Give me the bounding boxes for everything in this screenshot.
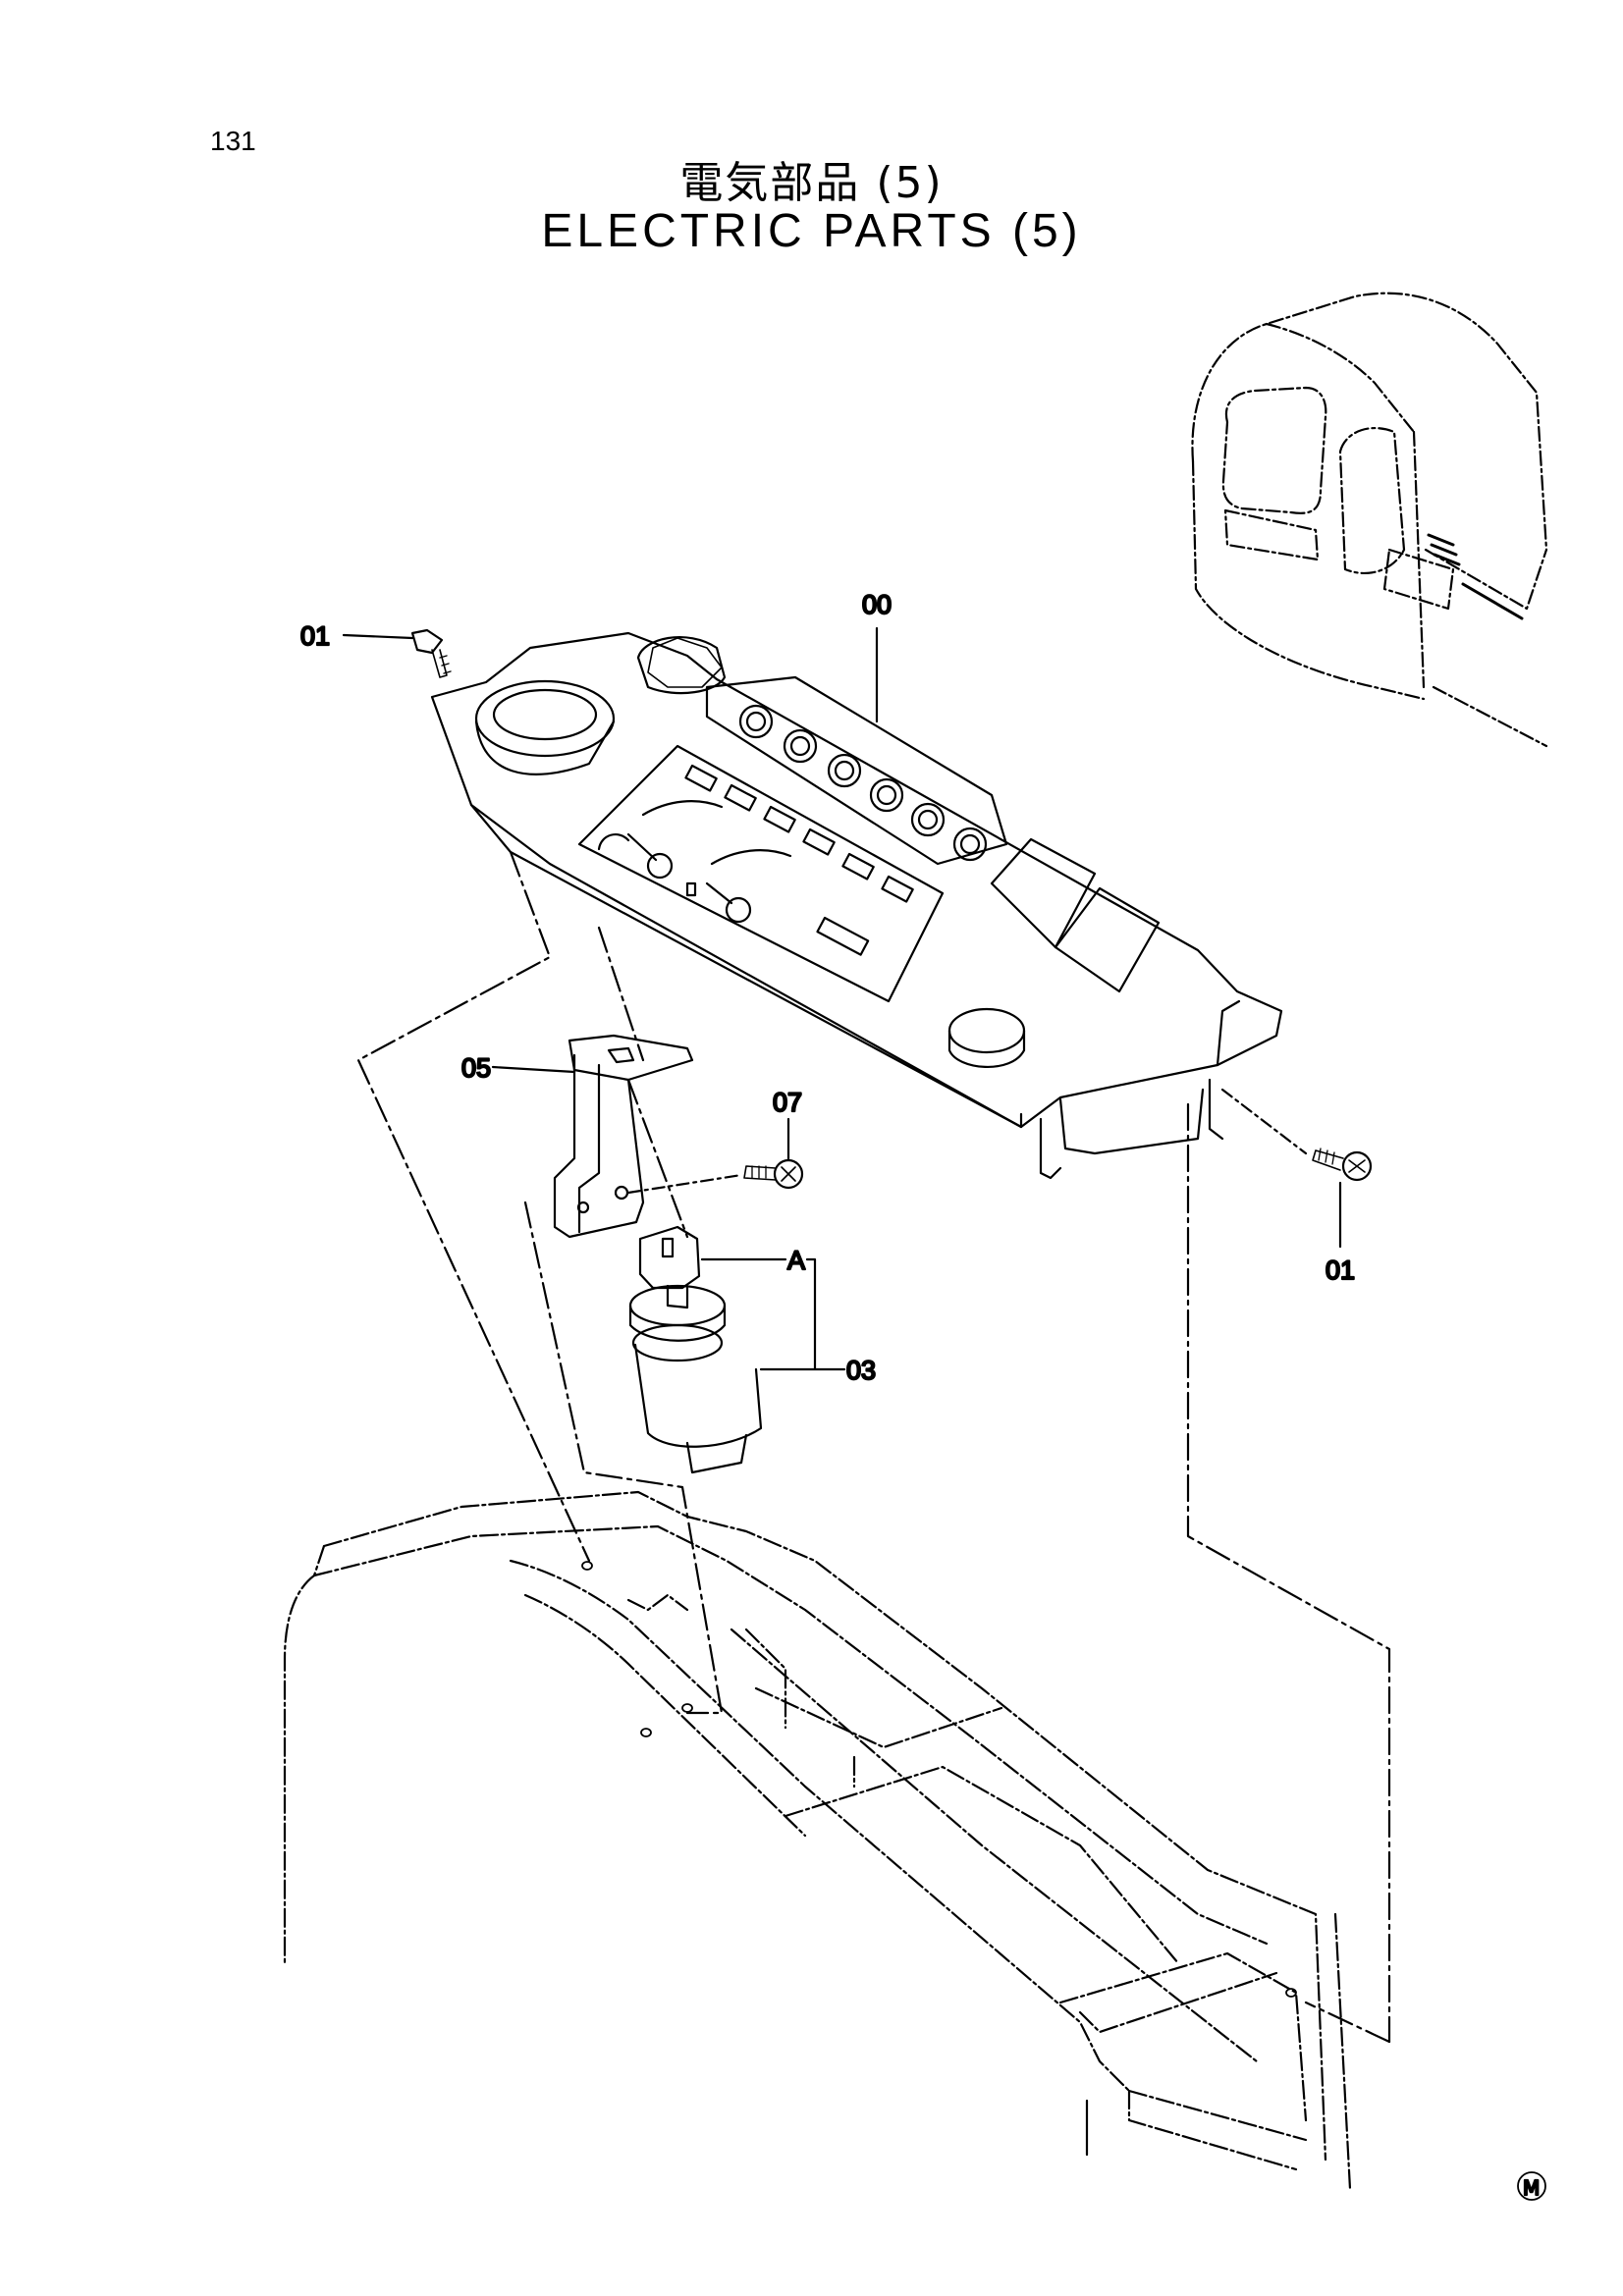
page-number: 131 bbox=[210, 126, 256, 156]
callout-03: 03 bbox=[846, 1356, 876, 1385]
bracket-05 bbox=[553, 1034, 694, 1239]
callout-01-right: 01 bbox=[1325, 1255, 1355, 1285]
bracket-line-A-03 bbox=[759, 1257, 846, 1371]
guide-01-right bbox=[1220, 1088, 1308, 1155]
callout-07: 07 bbox=[773, 1088, 802, 1117]
callout-00: 00 bbox=[862, 590, 892, 619]
callout-05: 05 bbox=[461, 1053, 491, 1083]
console-holes bbox=[581, 1561, 1297, 1998]
console-frame bbox=[283, 1490, 1352, 2191]
screw-01-right bbox=[1312, 1148, 1373, 1182]
routing-guides bbox=[356, 850, 1391, 2044]
callout-A: A bbox=[787, 1246, 805, 1275]
key-switch-03 bbox=[628, 1225, 763, 1474]
cab-inset-illustration bbox=[1191, 292, 1548, 748]
title-japanese: 電気部品 (5) bbox=[679, 158, 944, 208]
leader-05 bbox=[491, 1065, 576, 1074]
screw-01-top bbox=[410, 628, 452, 678]
screw-07 bbox=[743, 1158, 804, 1190]
cab-inset-highlight-icon bbox=[1427, 533, 1524, 620]
leader-01-top bbox=[342, 633, 414, 640]
title-english: ELECTRIC PARTS (5) bbox=[541, 205, 1082, 257]
guide-07 bbox=[626, 1173, 743, 1195]
monitor-panel-assembly bbox=[430, 631, 1283, 1180]
corner-mark-circle bbox=[1517, 2171, 1546, 2201]
corner-mark-letter: M bbox=[1523, 2176, 1540, 2200]
callout-01-top: 01 bbox=[300, 621, 330, 651]
